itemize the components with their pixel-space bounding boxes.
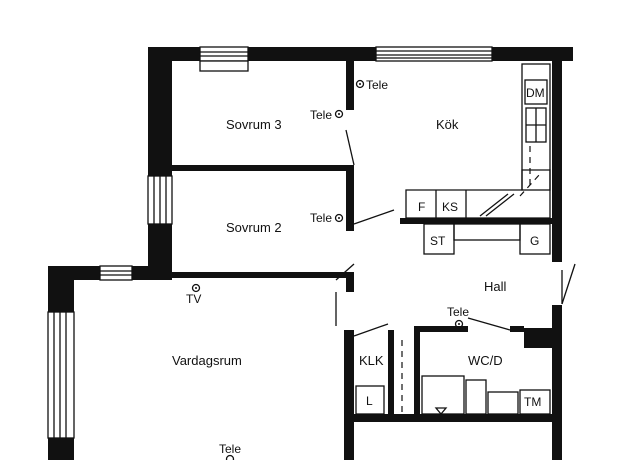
fixture-label-ks: KS [442,200,458,214]
tele-outlet-icon-hall [454,319,464,329]
kitchen-counter-bottom [405,169,551,219]
door-sovrum3 [345,129,355,166]
outlets [191,79,464,460]
l-cabinet [355,385,385,415]
klk-inner-wall [388,330,394,418]
tele-outlet-icon-living [225,454,235,460]
windows [47,46,493,439]
window-living-top [99,265,133,281]
wc-top-wall-right [510,326,524,332]
room-label-kok: Kök [436,117,459,132]
outlet-labels: Tele Tele Tele TV Tele Tele [186,78,469,456]
fixture-labels: DM F KS ST G L TM [366,86,545,409]
fixture-label-f: F [418,200,425,214]
tele-outlet-icon-sovrum2 [334,213,344,223]
wc-top-wall-left [416,326,468,332]
window-living-left [47,311,75,439]
tele-outlet-icon-sovrum3 [334,109,344,119]
tele-outlet-icon-kok [355,79,365,89]
window-kok [375,46,493,62]
kitchen-fixtures [405,63,551,255]
bottom-wall [344,414,562,422]
wc-fixture-left [421,375,465,415]
door-klk [353,323,389,337]
bath-fixtures [355,340,551,416]
tv-outlet-icon [191,283,201,293]
room-label-sovrum2: Sovrum 2 [226,220,282,235]
dm-box [524,79,548,105]
tele-label-living: Tele [219,442,241,456]
room-label-hall: Hall [484,279,507,294]
sovrum3-kok-wall [346,61,354,110]
room-label-vardagsrum: Vardagsrum [172,353,242,368]
tele-label-sovrum2: Tele [310,211,332,225]
sovrum3-sovrum2-wall [172,165,354,171]
window-sovrum2 [147,175,173,225]
room-label-klk: KLK [359,353,384,368]
tele-label-sovrum3: Tele [310,108,332,122]
kitchen-lower-wall [400,218,552,224]
tv-label: TV [186,292,201,306]
sovrum2-living-wall [172,272,354,278]
fixture-label-st: ST [430,234,446,248]
interior-walls [172,61,562,460]
living-klk-wall [344,330,354,460]
room-label-wcd: WC/D [468,353,503,368]
fixture-label-g: G [530,234,539,248]
door-wc [467,317,511,331]
bath-corner-block [524,328,562,348]
living-hall-wall-top [346,278,354,292]
tele-label-kok: Tele [366,78,388,92]
tele-label-hall: Tele [447,305,469,319]
entrance-door-swing [561,263,576,305]
toilet [465,379,487,415]
window-sovrum3 [199,46,249,72]
fixture-label-dm: DM [526,86,545,100]
kitchen-right-wall [552,47,562,262]
room-labels: Sovrum 3 Kök Sovrum 2 Hall Vardagsrum WC… [172,117,507,368]
g-cabinet [519,223,551,255]
door-sovrum2 [353,209,395,225]
kitchen-counter-right [521,63,551,191]
bedroom-left-wall [148,47,172,275]
floor-drain-icon [434,407,448,416]
fixture-label-l: L [366,394,373,408]
door-sovrum2-hall [335,263,355,281]
klk-wc-wall [414,326,420,418]
tm-box [519,389,551,415]
sovrum2-right-wall [346,165,354,231]
room-label-sovrum3: Sovrum 3 [226,117,282,132]
fixture-label-tm: TM [524,395,541,409]
basin [487,391,519,415]
bath-right-wall [552,305,562,460]
hall-shelf [453,223,521,241]
doors [335,129,576,337]
